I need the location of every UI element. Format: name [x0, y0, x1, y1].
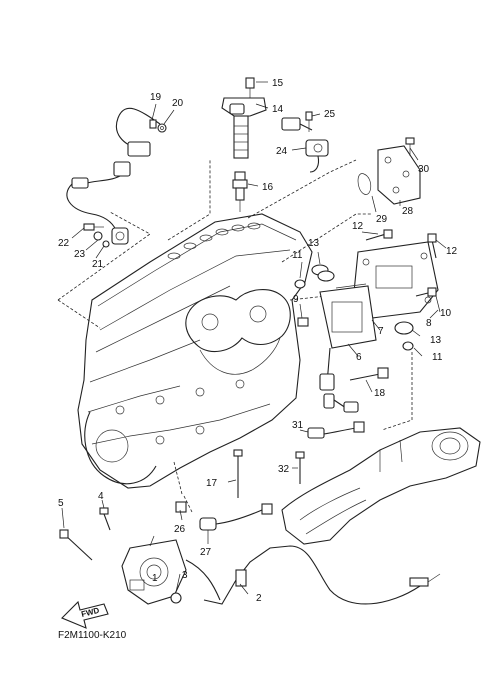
throttle-body	[121, 539, 187, 605]
temperature-sensor-18	[349, 367, 389, 381]
callout-30: 30	[418, 164, 430, 175]
bolts-right	[365, 229, 437, 297]
spark-plug	[232, 171, 248, 212]
callout-20: 20	[172, 98, 184, 109]
callout-14: 14	[272, 104, 284, 115]
callout-12-right: 12	[446, 246, 458, 257]
callout-8: 8	[426, 318, 432, 329]
callout-18: 18	[374, 388, 386, 399]
dashed-reference-lines	[57, 159, 413, 513]
callout-19: 19	[150, 92, 162, 103]
fwd-arrow-icon: FWD	[61, 600, 109, 629]
callout-32: 32	[278, 464, 290, 475]
callout-21: 21	[92, 259, 104, 270]
callout-1: 1	[152, 573, 158, 584]
callout-9: 9	[293, 294, 299, 305]
callout-23: 23	[74, 249, 86, 260]
callout-12-left: 12	[352, 221, 364, 232]
sensor-31	[307, 421, 365, 439]
callout-11-lower: 11	[432, 352, 443, 363]
callout-13-upper: 13	[308, 238, 320, 249]
callout-6: 6	[356, 352, 362, 363]
engine-block	[77, 213, 313, 489]
small-parts-left	[59, 501, 273, 604]
callout-4: 4	[98, 491, 104, 502]
callout-10: 10	[440, 308, 452, 319]
callout-11-upper: 11	[292, 250, 303, 261]
callout-15: 15	[272, 78, 284, 89]
callout-16: 16	[262, 182, 274, 193]
bracket-assembly	[357, 137, 421, 205]
cam-sensor	[281, 111, 329, 173]
callout-24: 24	[276, 146, 288, 157]
callout-3: 3	[182, 570, 188, 581]
harness-connectors	[319, 347, 359, 413]
throttle-cable	[185, 545, 441, 605]
callout-26: 26	[174, 524, 186, 535]
callout-labels: 1 2 3 4 5 6 7 8 9 10 11 11 12 12 13 13 1…	[58, 78, 458, 604]
grommets	[294, 264, 414, 351]
leader-lines	[61, 81, 447, 595]
callout-27: 27	[200, 547, 212, 558]
stud-bolts	[233, 449, 305, 498]
diagram-code: F2M1100-K210	[58, 630, 127, 641]
callout-5: 5	[58, 498, 64, 509]
knock-sensor-harness	[66, 107, 167, 248]
callout-7: 7	[378, 326, 384, 337]
callout-28: 28	[402, 206, 414, 217]
callout-13-lower: 13	[430, 335, 442, 346]
callout-25: 25	[324, 109, 336, 120]
callout-17: 17	[206, 478, 218, 489]
callout-22: 22	[58, 238, 70, 249]
callout-29: 29	[376, 214, 388, 225]
fwd-label: FWD	[80, 606, 100, 619]
ignition-coil	[221, 77, 267, 159]
callout-31: 31	[292, 420, 304, 431]
exhaust-pipe	[281, 427, 481, 545]
callout-2: 2	[256, 593, 262, 604]
